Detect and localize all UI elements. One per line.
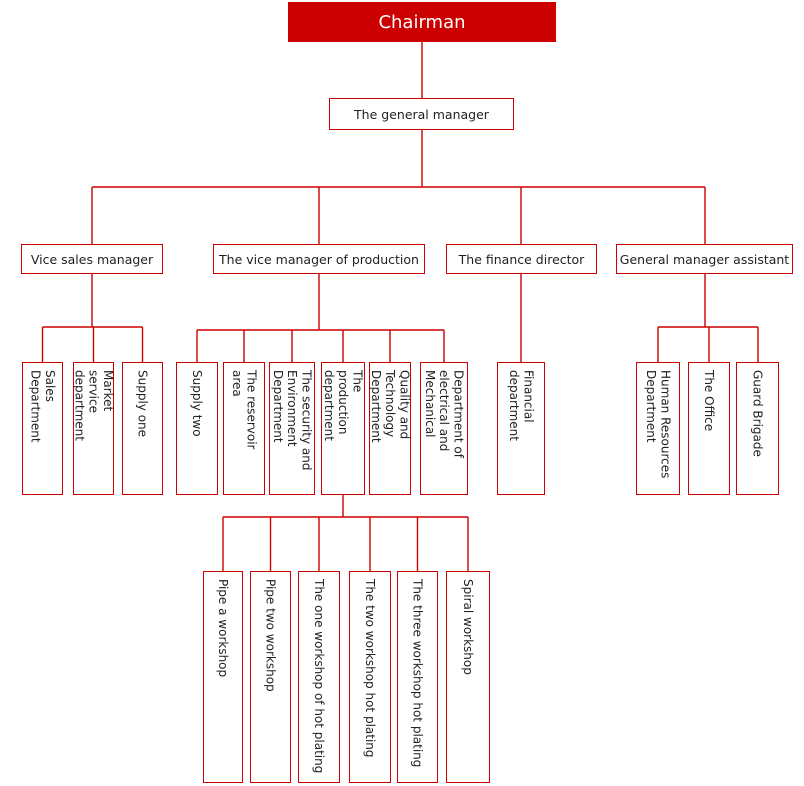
org-node-pipe-a-workshop: Pipe a workshop [203,571,243,783]
org-node-human-resources: Human Resources Department [636,362,680,495]
org-node-label: Financial department [507,370,536,441]
org-node-label: Supply two [190,370,205,437]
org-node-label: The production department [321,370,365,441]
org-node-electrical-mechanical: Department of electrical and Mechanical [420,362,468,495]
org-node-label: The two workshop hot plating [363,579,378,758]
org-node-label: The reservoir area [230,370,259,450]
org-node-label: Sales Department [28,370,57,443]
org-node-pipe-two-workshop: Pipe two workshop [250,571,291,783]
org-node-spiral-workshop: Spiral workshop [446,571,490,783]
org-node-security-environment: The security and Environment Department [269,362,315,495]
org-node-production-manager: The vice manager of production [213,244,425,274]
org-node-three-hot-plating-workshop: The three workshop hot plating [397,571,438,783]
org-node-reservoir-area: The reservoir area [223,362,265,495]
org-node-label: Market service department [72,370,116,441]
org-node-label: Supply one [135,370,150,438]
org-node-supply-one: Supply one [122,362,163,495]
org-node-label: Quality and Technology Department [368,370,412,443]
org-node-gm-assistant: General manager assistant [616,244,793,274]
org-node-label: Spiral workshop [461,579,476,675]
org-node-financial-department: Financial department [497,362,545,495]
org-node-label: The security and Environment Department [270,370,314,471]
org-node-label: Guard Brigade [750,370,765,457]
org-node-production-department: The production department [321,362,365,495]
org-node-label: Human Resources Department [644,370,673,479]
org-node-guard-brigade: Guard Brigade [736,362,779,495]
org-node-chairman: Chairman [288,2,556,42]
org-node-label: Pipe a workshop [216,579,231,678]
org-node-label: Pipe two workshop [263,579,278,692]
org-node-label: The one workshop of hot plating [312,579,327,774]
org-node-vice-sales-manager: Vice sales manager [21,244,163,274]
org-node-label: The three workshop hot plating [410,579,425,768]
org-node-sales-department: Sales Department [22,362,63,495]
org-node-one-hot-plating-workshop: The one workshop of hot plating [298,571,340,783]
org-node-label: Department of electrical and Mechanical [422,370,466,458]
org-node-quality-technology: Quality and Technology Department [368,362,412,495]
org-node-market-service: Market service department [72,362,116,495]
org-node-general-manager: The general manager [329,98,514,130]
org-node-two-hot-plating-workshop: The two workshop hot plating [349,571,391,783]
org-node-the-office: The Office [688,362,730,495]
org-node-supply-two: Supply two [176,362,218,495]
org-node-finance-director: The finance director [446,244,597,274]
org-node-label: The Office [702,370,717,432]
